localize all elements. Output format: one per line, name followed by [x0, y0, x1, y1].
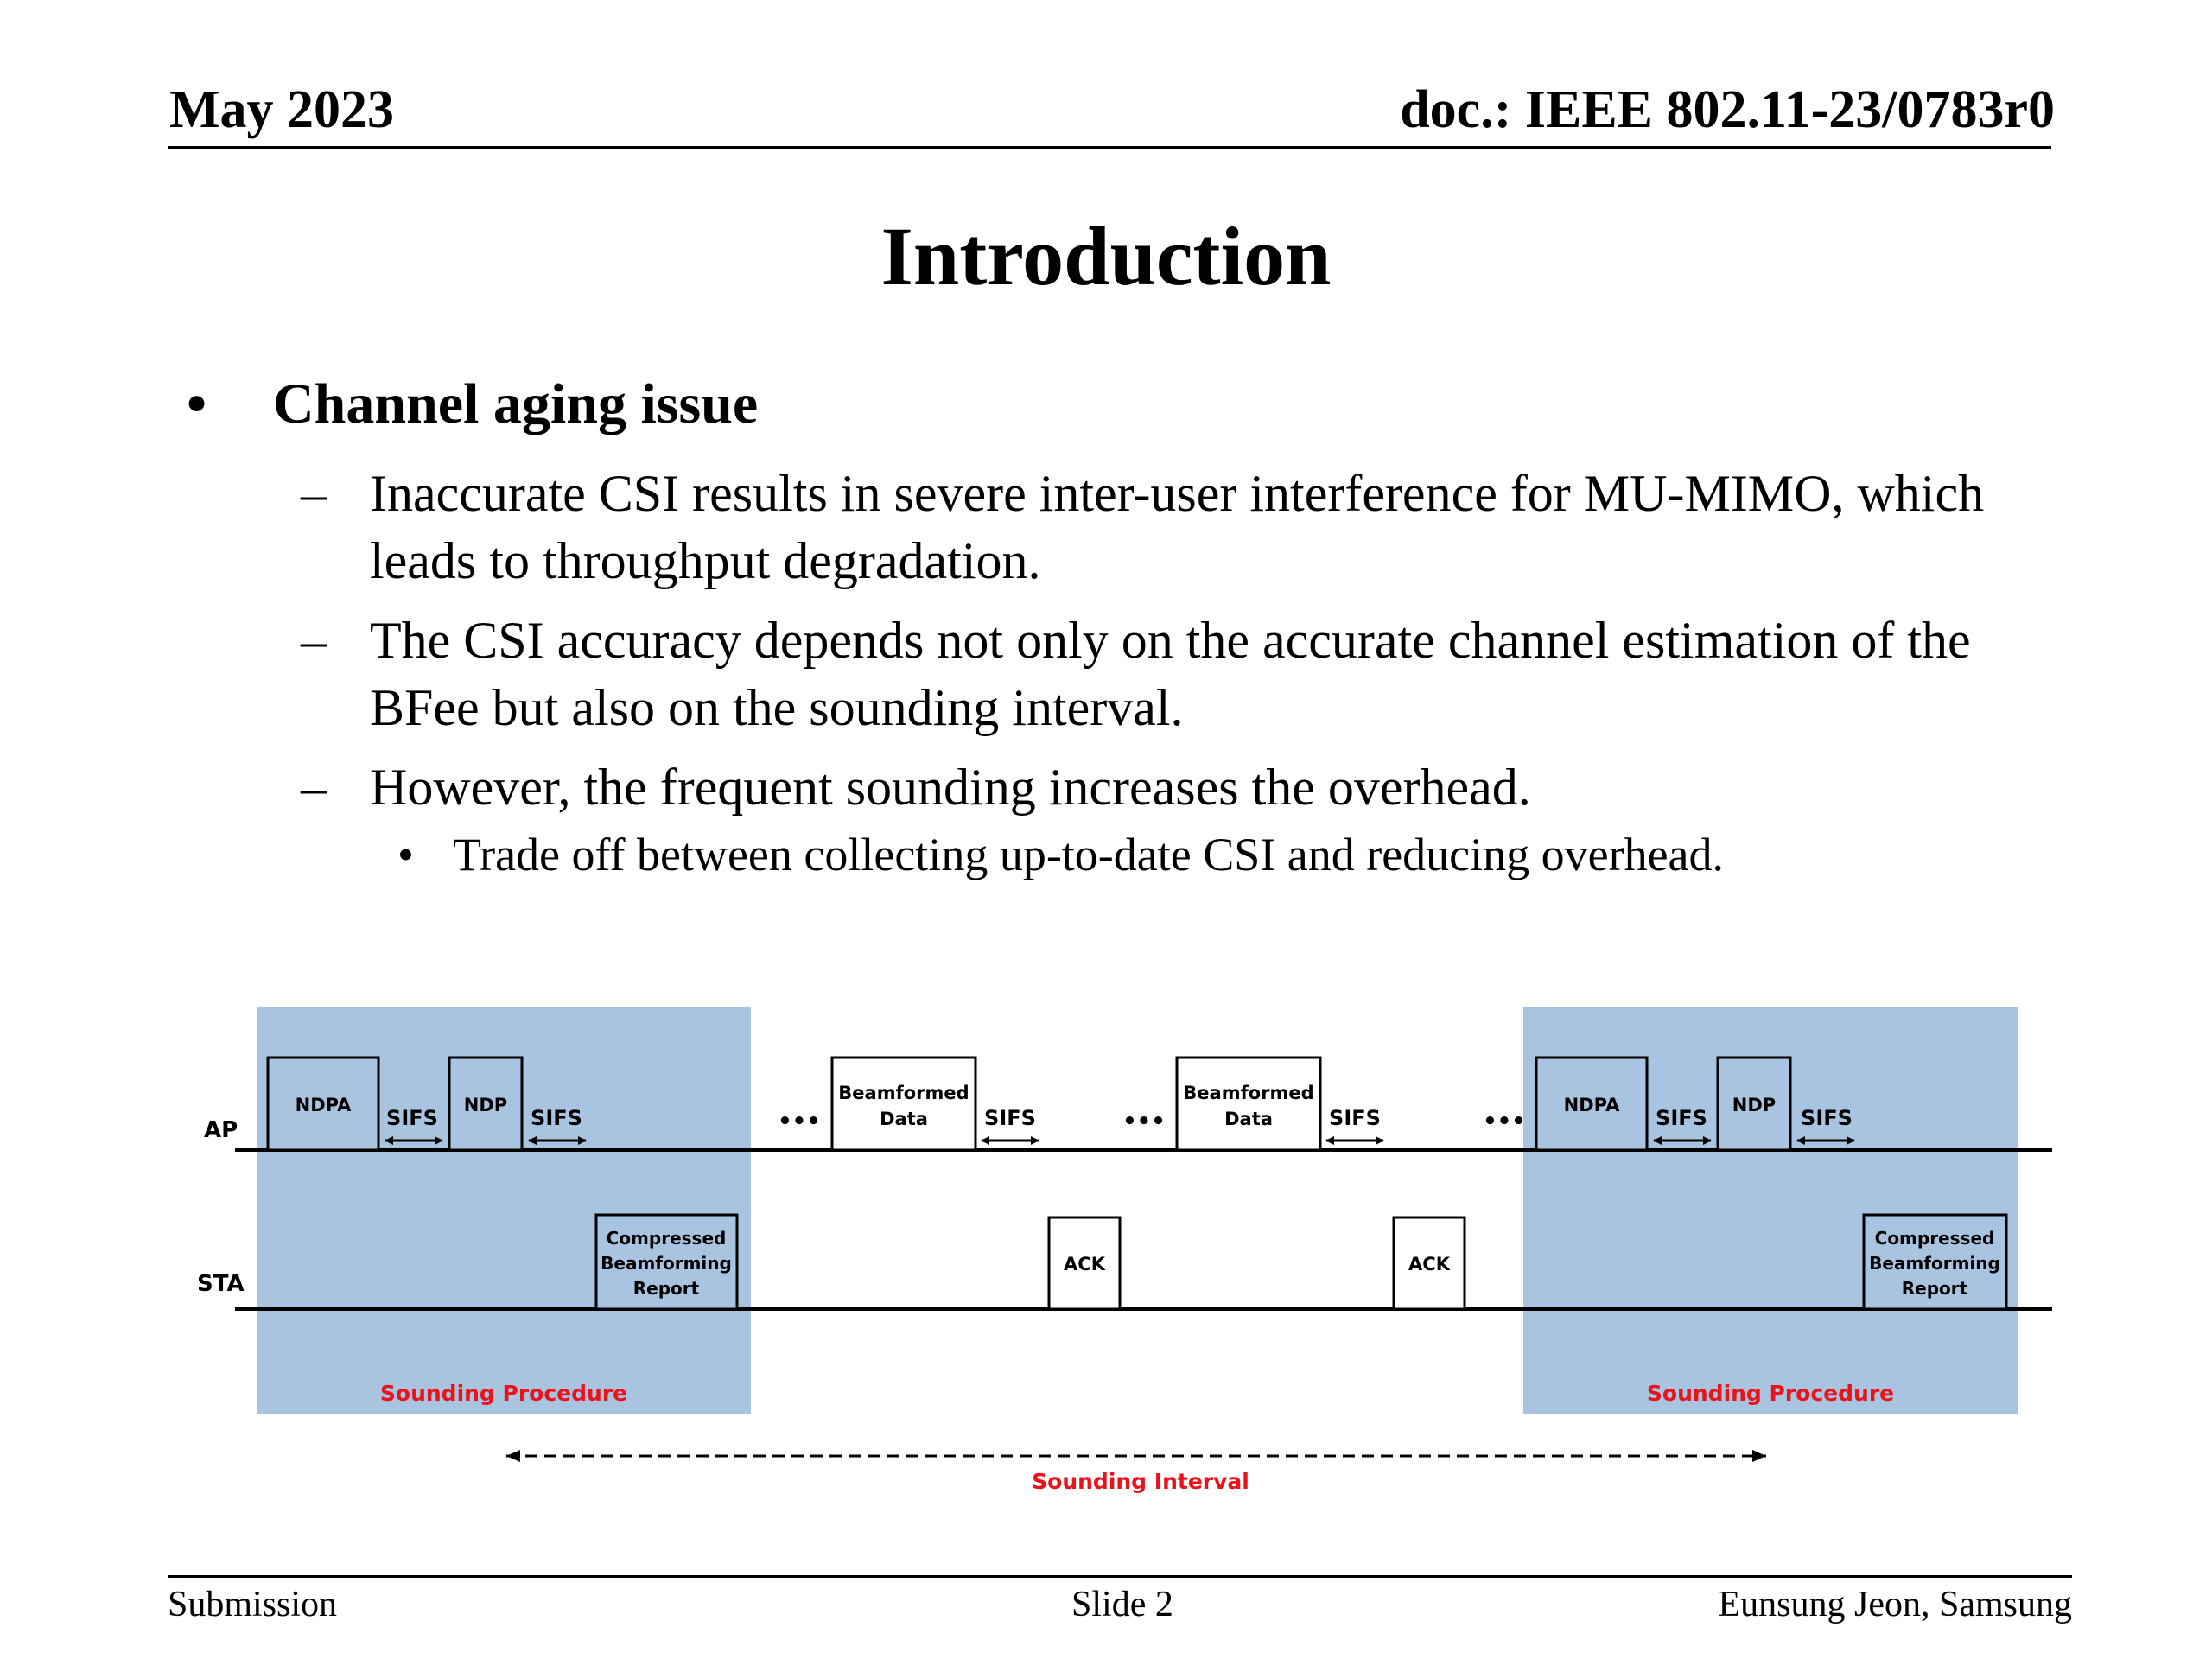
cbr-line-1: Compressed: [607, 1228, 727, 1249]
bullet-text: Channel aging issue: [273, 372, 759, 435]
ndpa-frame: [266, 1056, 380, 1152]
sifs-label: SIFS: [1329, 1106, 1381, 1130]
footer-submission: Submission: [168, 1585, 338, 1624]
sifs-label: SIFS: [531, 1106, 582, 1130]
ndpa-label: NDPA: [296, 1095, 352, 1116]
sifs-label: SIFS: [1656, 1106, 1707, 1130]
slide-title: Introduction: [880, 210, 1332, 302]
ndp-frame: [1716, 1056, 1792, 1152]
footer-rule: [168, 1575, 2072, 1578]
cbr-line-2: Beamforming: [601, 1253, 732, 1274]
sifs-label: SIFS: [1801, 1106, 1853, 1130]
dash-mark: –: [301, 612, 327, 669]
header-date: May 2023: [169, 80, 395, 139]
ack-label: ACK: [1064, 1254, 1106, 1274]
beamformed-label-2: Data: [880, 1109, 928, 1129]
cbr-line-3: Report: [1902, 1278, 1968, 1299]
footer-author: Eunsung Jeon, Samsung: [1718, 1585, 2073, 1624]
beamformed-data-frame: [830, 1056, 977, 1152]
sifs-label: SIFS: [386, 1106, 438, 1130]
ndp-label: NDP: [464, 1095, 507, 1116]
sifs-label: SIFS: [984, 1106, 1036, 1130]
beamformed-data-frame: [1175, 1056, 1322, 1152]
ellipsis-2: •••: [1122, 1109, 1166, 1135]
ellipsis-1: •••: [778, 1109, 821, 1135]
dash-mark: –: [301, 759, 327, 816]
sounding-procedure-label: Sounding Procedure: [1647, 1381, 1894, 1406]
bullet-mark: •: [397, 829, 414, 880]
ndp-frame: [448, 1056, 524, 1152]
header-doc-id: doc.: IEEE 802.11-23/0783r0: [1400, 80, 2055, 139]
sounding-interval-label: Sounding Interval: [1032, 1469, 1249, 1494]
beamformed-label-2: Data: [1224, 1109, 1273, 1129]
ack-label: ACK: [1408, 1254, 1451, 1274]
beamformed-label-1: Beamformed: [838, 1083, 969, 1103]
ndpa-frame: [1535, 1056, 1649, 1152]
ellipsis-3: •••: [1483, 1109, 1526, 1135]
subitem-text: Inaccurate CSI results in severe inter-u…: [370, 465, 1985, 589]
dash-mark: –: [301, 465, 327, 522]
subsubitem-text: Trade off between collecting up-to-date …: [453, 829, 1725, 880]
compressed-beamforming-report-frame: [1862, 1213, 2008, 1311]
sta-label: STA: [197, 1271, 245, 1297]
ack-frame: [1047, 1216, 1122, 1311]
cbr-line-2: Beamforming: [1869, 1253, 2000, 1274]
ndpa-label: NDPA: [1564, 1095, 1620, 1116]
subitem-text: However, the frequent sounding increases…: [370, 759, 1531, 816]
cbr-line-3: Report: [633, 1278, 700, 1299]
bullet-mark: •: [187, 372, 207, 435]
beamformed-label-1: Beamformed: [1183, 1083, 1313, 1103]
compressed-beamforming-report-frame: [594, 1213, 739, 1311]
ap-label: AP: [204, 1117, 238, 1143]
ack-frame: [1392, 1216, 1466, 1311]
cbr-line-1: Compressed: [1875, 1228, 1995, 1249]
ndp-label: NDP: [1732, 1095, 1776, 1116]
header-rule: [168, 146, 2051, 149]
subitem-text: The CSI accuracy depends not only on the…: [370, 612, 1971, 736]
sounding-procedure-label: Sounding Procedure: [380, 1381, 627, 1406]
footer-slide-number: Slide 2: [1071, 1585, 1173, 1624]
